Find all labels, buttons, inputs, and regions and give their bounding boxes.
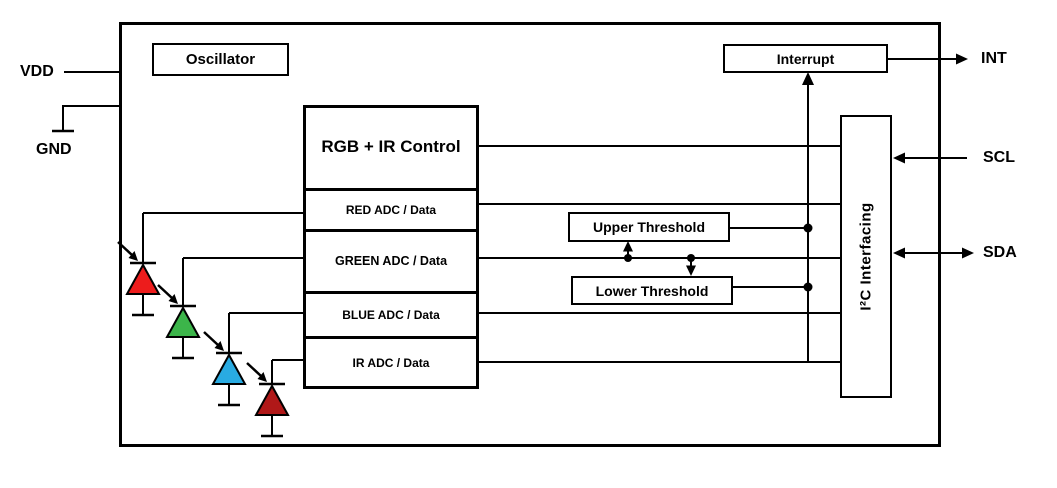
- int-arrowhead: [956, 53, 968, 65]
- i2c-interfacing-block: I²C Interfacing: [840, 115, 892, 398]
- pin-label-sda: SDA: [983, 244, 1017, 261]
- lower-threshold-label: Lower Threshold: [595, 282, 709, 299]
- pin-label-int: INT: [981, 50, 1007, 67]
- incident-light-arrow: [246, 362, 267, 382]
- junction-dot: [803, 223, 813, 233]
- lower-double-arrowhead: [686, 265, 696, 276]
- ir-photodiode: [246, 362, 290, 438]
- red-adc-label: RED ADC / Data: [345, 202, 437, 217]
- pin-label-scl: SCL: [983, 149, 1015, 166]
- section-divider: [305, 291, 477, 294]
- green-adc-label: GREEN ADC / Data: [334, 254, 448, 268]
- oscillator-label: Oscillator: [185, 51, 256, 68]
- blue-photodiode: [203, 331, 247, 407]
- upper-double-arrowhead: [623, 241, 633, 252]
- incident-light-arrow: [117, 241, 138, 261]
- sda-arrowhead-right: [962, 247, 974, 259]
- rgb-ir-control-label: RGB + IR Control: [321, 137, 461, 156]
- pin-label-gnd: GND: [36, 141, 72, 158]
- interrupt-block: Interrupt: [723, 44, 888, 73]
- interrupt-arrowhead: [802, 72, 814, 85]
- blue-adc-label: BLUE ADC / Data: [342, 307, 440, 322]
- lower-threshold-block: Lower Threshold: [571, 276, 733, 305]
- sda-arrowhead-left: [893, 247, 905, 259]
- interrupt-label: Interrupt: [776, 50, 835, 67]
- pin-label-vdd: VDD: [20, 63, 54, 80]
- i2c-label: I²C Interfacing: [857, 202, 875, 311]
- green-photodiode: [157, 284, 201, 360]
- section-divider: [305, 229, 477, 232]
- junction-dot: [687, 254, 695, 262]
- upper-threshold-block: Upper Threshold: [568, 212, 730, 242]
- scl-arrowhead: [893, 152, 905, 164]
- chip-boundary: [119, 22, 941, 447]
- upper-threshold-label: Upper Threshold: [592, 219, 705, 235]
- incident-light-arrow: [203, 331, 224, 351]
- ir-adc-label: IR ADC / Data: [352, 356, 430, 370]
- incident-light-arrow: [157, 284, 178, 304]
- junction-dot: [803, 282, 813, 292]
- junction-dot: [624, 254, 632, 262]
- section-divider: [305, 336, 477, 339]
- section-divider: [305, 188, 477, 191]
- rgb-ir-control-block: [303, 105, 479, 389]
- oscillator-block: Oscillator: [152, 43, 289, 76]
- red-photodiode: [117, 241, 161, 317]
